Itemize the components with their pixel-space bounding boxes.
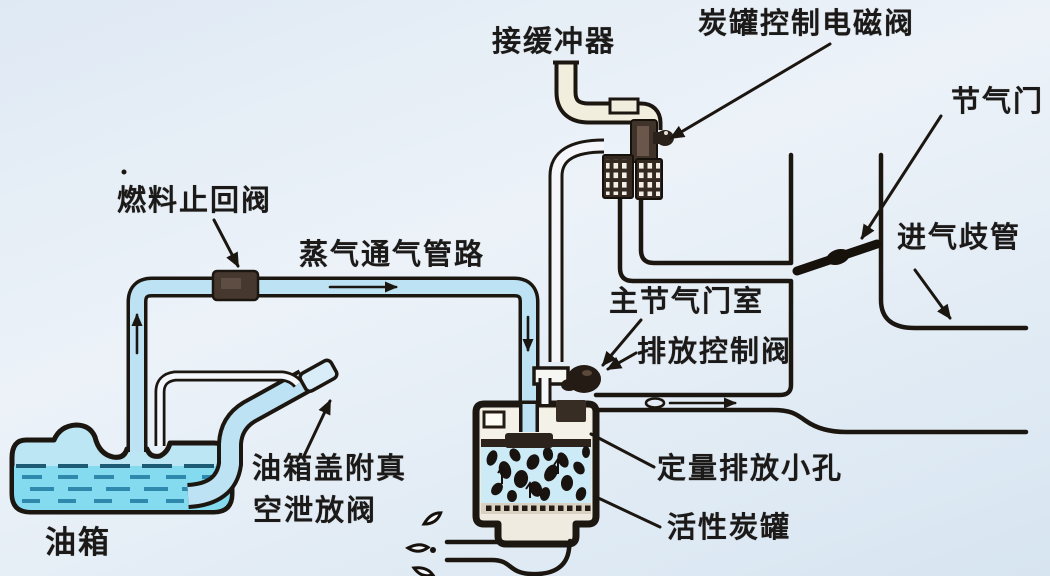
fuel-check-valve-body xyxy=(211,269,260,302)
intake-manifold-wall xyxy=(878,152,1029,331)
throttle-body xyxy=(593,152,1029,435)
throttle-plate xyxy=(792,239,882,276)
label-tank-cap-line1: 油箱盖附真 xyxy=(252,453,408,485)
label-charcoal-canister: 活性炭罐 xyxy=(667,512,792,544)
purge-valve-junction xyxy=(532,138,605,404)
label-fuel-tank: 油箱 xyxy=(45,525,111,560)
leader-throttle xyxy=(860,114,943,240)
vapor-vent-pipe xyxy=(126,276,540,452)
leader-arrows xyxy=(212,42,952,529)
label-buffer: 接缓冲器 xyxy=(492,26,617,58)
purge-control-valve-body xyxy=(561,365,601,393)
leader-charcoal-canister xyxy=(592,494,662,529)
label-canister-solenoid: 炭罐控制电磁阀 xyxy=(698,8,916,40)
fresh-air-marks xyxy=(405,511,443,576)
solenoid-tube-lower-wall xyxy=(617,194,792,284)
canister-control-solenoid xyxy=(553,60,674,200)
breather-pipe xyxy=(154,370,303,446)
charcoal-canister-body xyxy=(472,400,600,548)
leader-intake-manifold xyxy=(913,268,952,320)
label-throttle: 节气门 xyxy=(951,86,1045,118)
label-fuel-check-valve: 燃料止回阀 xyxy=(117,185,273,217)
charcoal-flow-arrows xyxy=(497,457,563,498)
label-intake-manifold: 进气歧管 xyxy=(897,222,1022,254)
leader-metering-orifice xyxy=(589,432,656,469)
metering-orifice-cup xyxy=(505,433,553,448)
air-inlet-tube xyxy=(405,511,573,576)
canister-screen xyxy=(486,505,591,511)
canister-top-fitting xyxy=(556,400,586,422)
leader-purge-control-valve xyxy=(606,351,638,371)
fuel-tank-cap xyxy=(298,358,339,393)
label-metering-orifice: 定量排放小孔 xyxy=(657,453,844,485)
label-main-throttle-chamber: 主节气门室 xyxy=(609,286,765,318)
leader-canister-solenoid xyxy=(669,42,832,140)
filler-neck xyxy=(186,358,339,509)
label-purge-control-valve: 排放控制阀 xyxy=(637,336,793,368)
leader-main-throttle-chamber xyxy=(601,318,643,367)
leader-check-valve xyxy=(212,218,240,268)
leader-tank-cap xyxy=(302,399,332,458)
purge-flow-arrows xyxy=(644,397,737,409)
solenoid-tube-upper-wall xyxy=(638,194,792,266)
stray-dot xyxy=(121,169,127,175)
canister-top-slot xyxy=(482,410,506,429)
label-tank-cap-line2: 空泄放阀 xyxy=(253,495,378,527)
label-vapor-line: 蒸气通气管路 xyxy=(299,239,486,271)
